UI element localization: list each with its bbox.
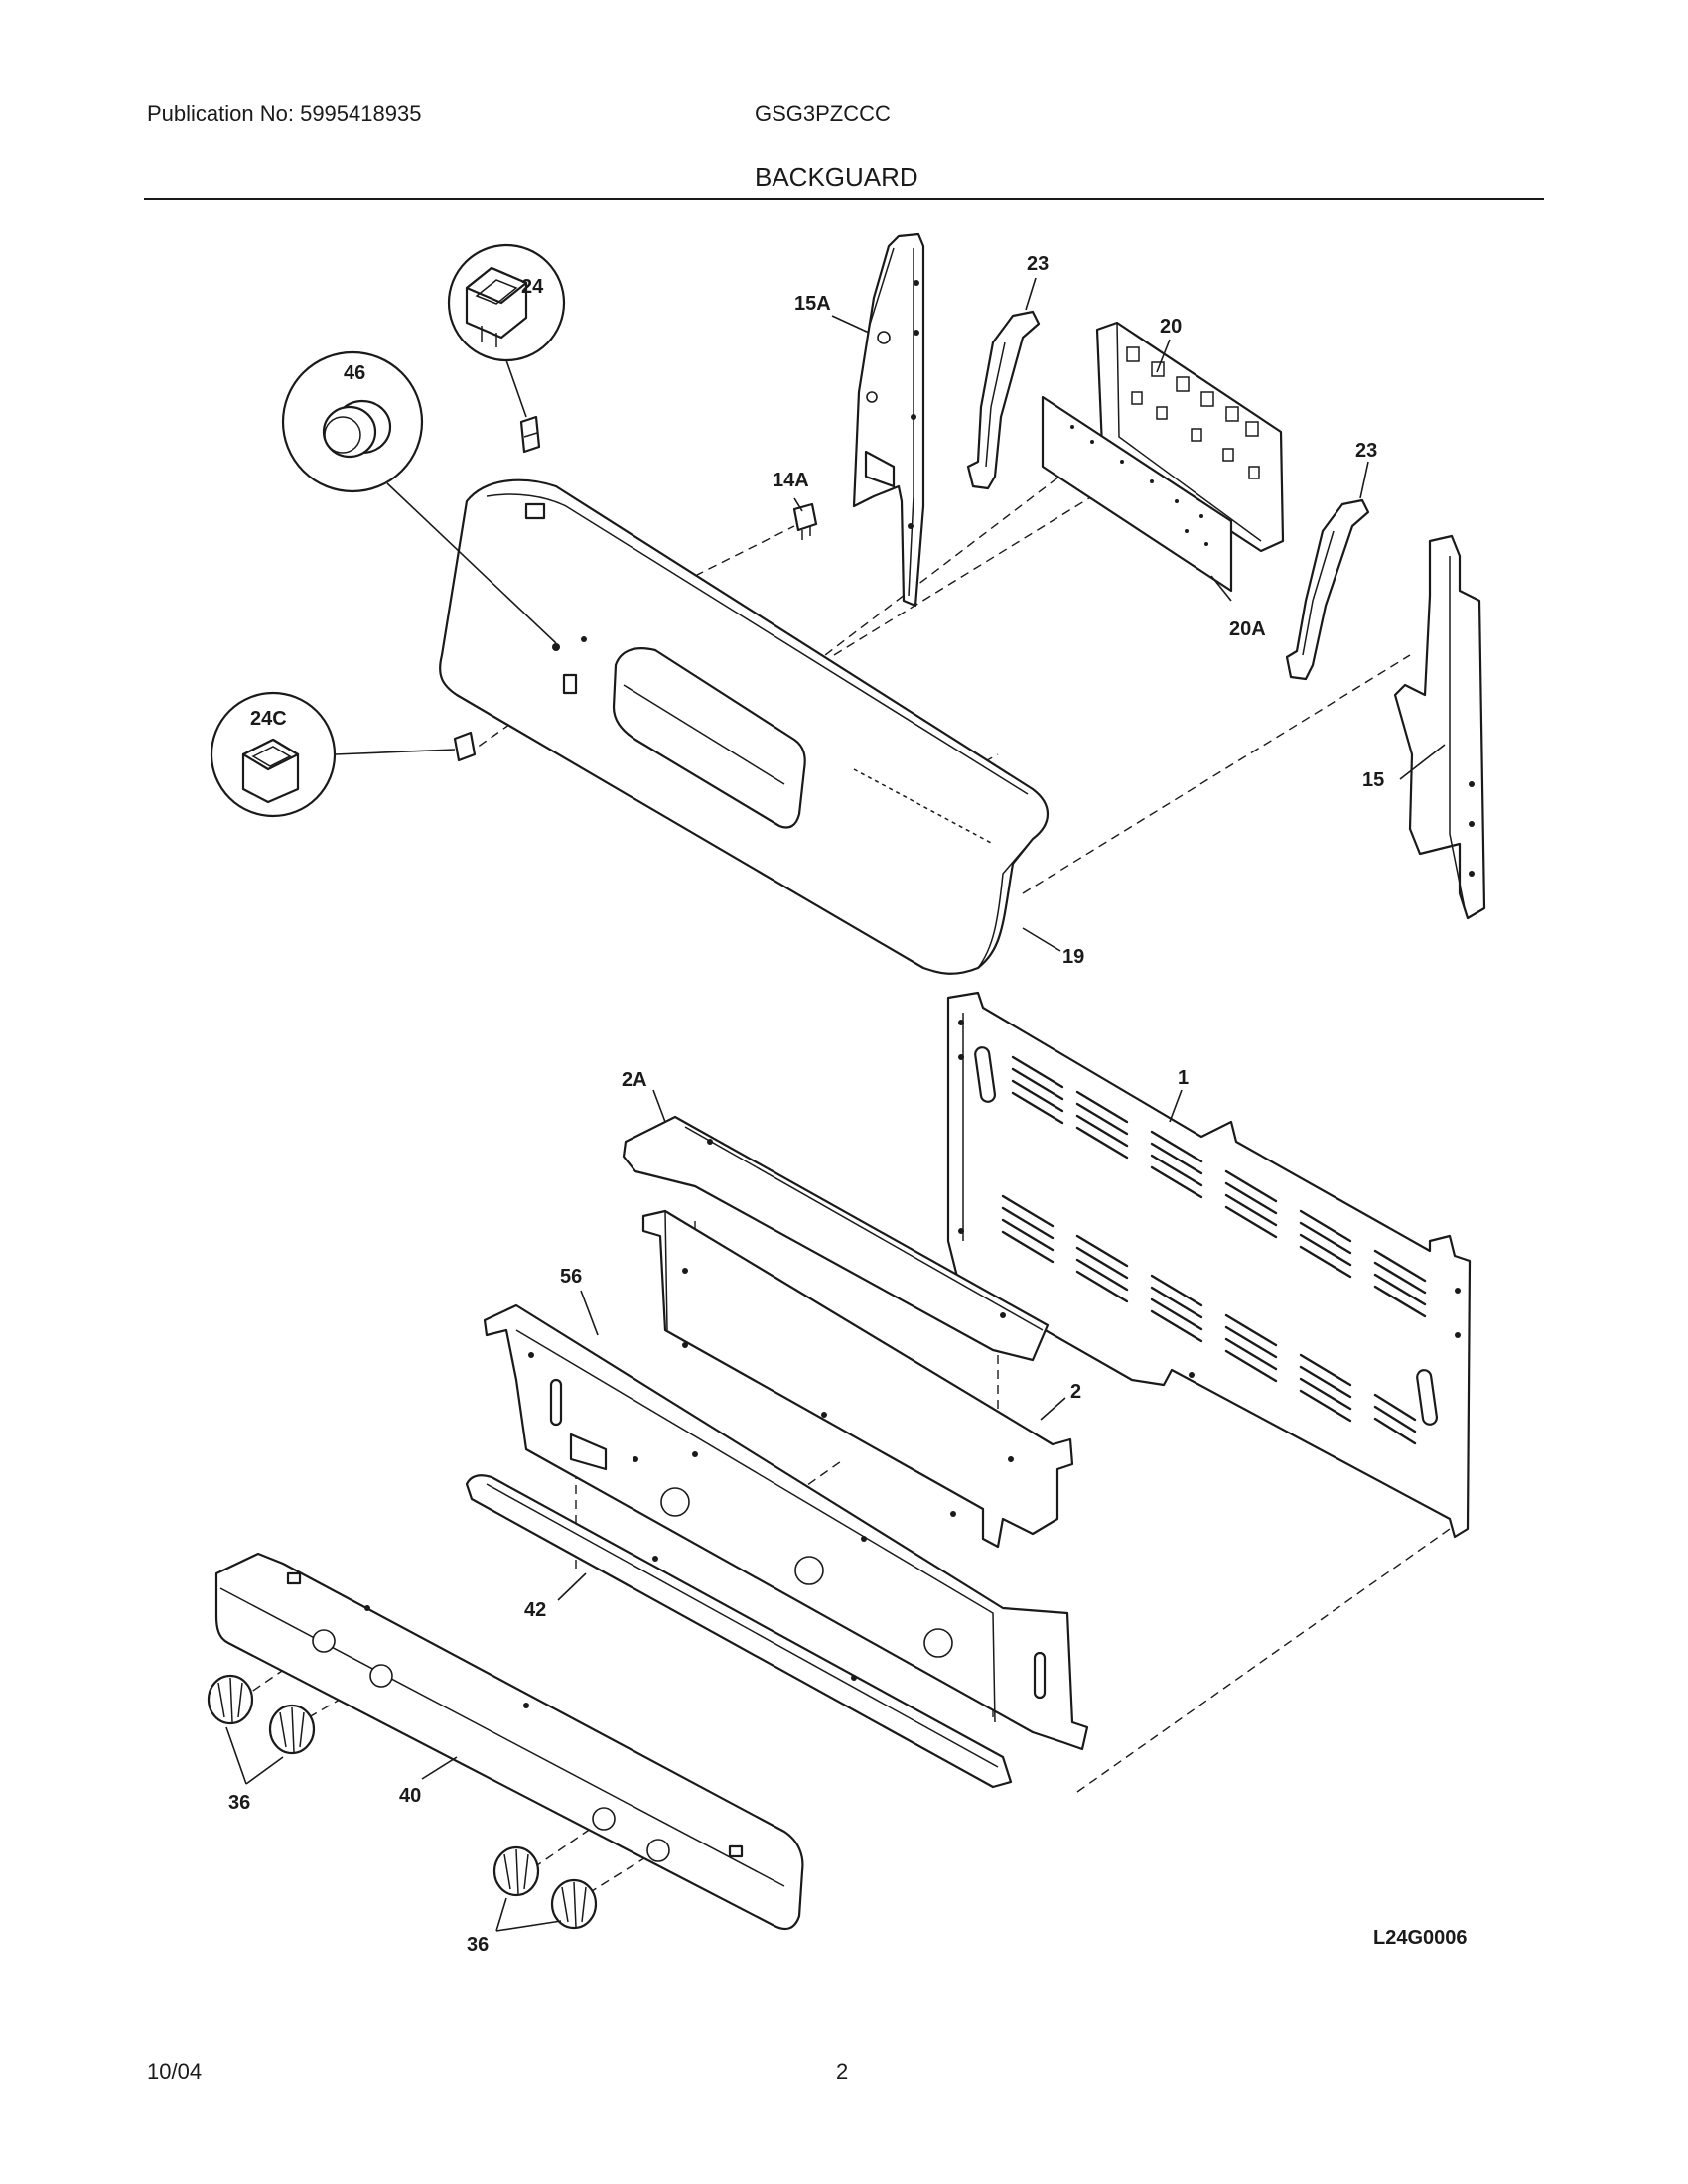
sensor-14A: [792, 502, 818, 540]
diagram-code: L24G0006: [1373, 1927, 1468, 1949]
callout-label: 56: [560, 1266, 582, 1288]
switch-small-24C: [453, 731, 477, 762]
clip-lower: [1285, 498, 1370, 681]
callout-label: 2A: [622, 1069, 647, 1091]
detail-circle-24: [447, 243, 566, 418]
switch-small-24: [519, 415, 541, 454]
footer-date: 10/04: [147, 2059, 203, 2084]
publication-number: Publication No: 5995418935: [147, 101, 422, 126]
end-bracket-right: [1393, 534, 1486, 920]
detail-circle-24C: [210, 691, 456, 818]
callout-label: 1: [1178, 1067, 1189, 1089]
leader-lines: [225, 277, 1446, 1932]
callout-label: 15A: [794, 293, 831, 315]
callout-label: 46: [344, 362, 365, 384]
callout-label: 24C: [250, 708, 287, 730]
knobs-group-lower: [492, 1845, 598, 1930]
knobs-group-upper: [207, 1674, 316, 1755]
manifold-panel-56: [483, 1303, 1089, 1751]
callout-label: 24: [521, 276, 544, 298]
callout-label: 36: [467, 1934, 489, 1956]
knob: [550, 1878, 598, 1930]
backguard-panel: [439, 478, 1049, 975]
control-panel-40: [214, 1552, 804, 1931]
trim-42: [465, 1474, 1013, 1789]
knob: [268, 1704, 316, 1755]
end-bracket-left: [852, 232, 925, 608]
callout-label: 19: [1062, 946, 1084, 968]
detail-circle-46: [281, 350, 557, 644]
callout-label: 20: [1160, 316, 1182, 338]
callout-label: 23: [1027, 253, 1049, 275]
callout-label: 40: [399, 1785, 421, 1807]
model-number: GSG3PZCCC: [755, 101, 891, 126]
knob: [492, 1845, 540, 1897]
callout-label: 2: [1070, 1381, 1081, 1403]
header-rule: [144, 198, 1544, 200]
knob: [207, 1674, 254, 1725]
callout-label: 15: [1362, 769, 1384, 791]
callout-label: 14A: [773, 470, 809, 491]
panel-2: [641, 1209, 1074, 1549]
callout-label: 20A: [1229, 618, 1266, 640]
shield-2A: [622, 1115, 1050, 1362]
page-number: 2: [836, 2059, 849, 2084]
clip-upper: [966, 310, 1041, 490]
rear-panel: [946, 991, 1472, 1539]
section-title: BACKGUARD: [755, 162, 918, 192]
callout-labels: 1 2 2A 15 15A 14A 19 20 20A 23 23 24 24C…: [228, 253, 1468, 1956]
display-overlay: [1041, 395, 1233, 593]
callout-label: 42: [524, 1599, 546, 1621]
callout-label: 23: [1355, 440, 1377, 462]
callout-label: 36: [228, 1792, 250, 1814]
